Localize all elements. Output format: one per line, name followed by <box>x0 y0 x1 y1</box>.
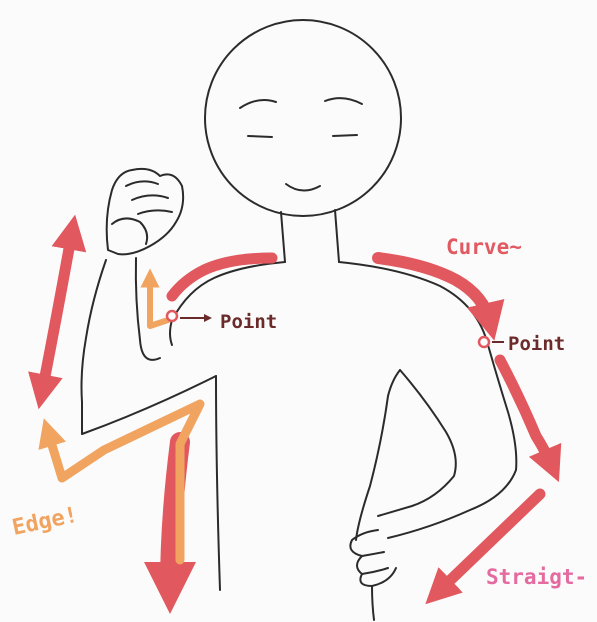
left-eye <box>248 136 272 137</box>
hand-finger-b <box>362 568 388 574</box>
left-torso-side <box>216 376 220 590</box>
right-torso-side <box>356 396 388 540</box>
left-shoulder-arrow <box>172 258 272 296</box>
right-armpit <box>388 370 400 396</box>
red-arrows <box>42 232 552 592</box>
edge-zigzag-arrow <box>48 404 200 560</box>
right-eyebrow <box>325 98 362 104</box>
fist-finger-1 <box>126 181 158 186</box>
left-upper-arm-inner <box>170 320 172 345</box>
right-point-dot <box>479 337 489 347</box>
curve-label: Curve~ <box>446 235 522 259</box>
point-markers <box>167 311 504 347</box>
straight-label: Straigt- <box>486 565 587 589</box>
edge-label: Edge! <box>10 503 80 541</box>
hand-finger-a <box>362 552 384 556</box>
right-hip <box>372 586 374 620</box>
head <box>205 20 401 216</box>
fist-finger-3 <box>138 210 172 214</box>
left-vertical-double-arrow <box>42 232 72 392</box>
left-shoulder-corner-arrow <box>150 278 168 326</box>
left-forearm-outer <box>82 260 107 434</box>
left-eyebrow <box>240 100 276 108</box>
fist-thumb <box>112 218 147 244</box>
point-label-right: Point <box>508 333 565 355</box>
neck-left <box>281 212 285 262</box>
fist-finger-2 <box>132 195 168 200</box>
mouth <box>286 184 320 191</box>
right-arm-outer <box>388 345 516 538</box>
left-point-dot <box>167 311 177 321</box>
right-eye <box>333 135 357 136</box>
point-label-left: Point <box>220 311 277 333</box>
neck-right <box>335 210 339 262</box>
character-figure <box>82 20 517 620</box>
right-shoulder-line <box>339 262 488 345</box>
